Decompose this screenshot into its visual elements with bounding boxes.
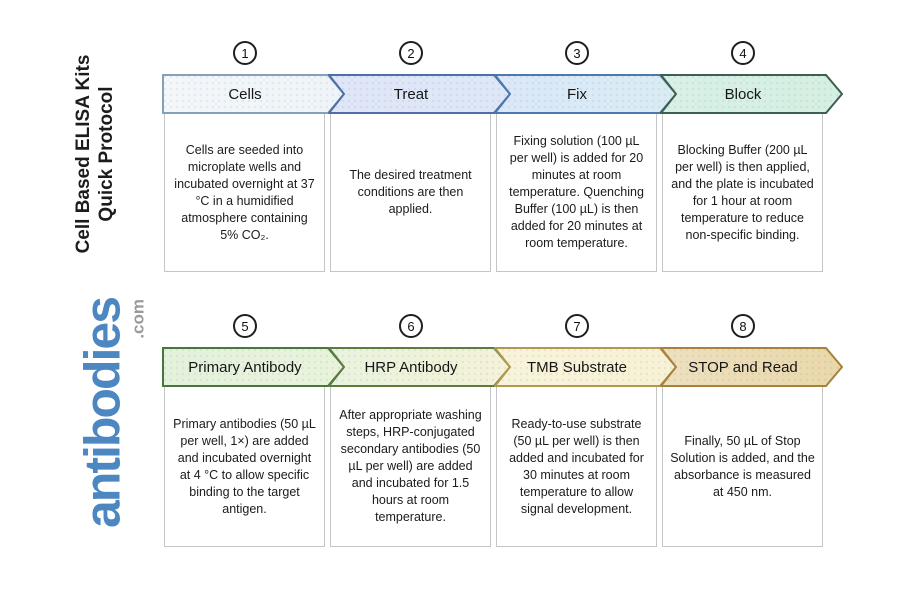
step-description: After appropriate washing steps, HRP-con… — [339, 408, 482, 524]
logo-domain-suffix: .com — [128, 298, 148, 339]
step-description: Ready-to-use substrate (50 µL per well) … — [509, 416, 644, 516]
step-description-box: Cells are seeded into microplate wells a… — [164, 113, 325, 272]
step-label: STOP and Read — [688, 358, 798, 376]
step-description: Blocking Buffer (200 µL per well) is the… — [671, 142, 814, 242]
step-arrow: Primary Antibody — [162, 347, 345, 387]
step-label: Block — [724, 85, 762, 103]
step-number-badge: 1 — [233, 41, 257, 65]
step-number-badge: 8 — [731, 314, 755, 338]
step-arrow: Cells — [162, 74, 345, 114]
step-label: HRP Antibody — [364, 358, 458, 376]
step-description: Finally, 50 µL of Stop Solution is added… — [670, 433, 815, 499]
step-label: Cells — [228, 85, 262, 103]
step-arrow: Treat — [328, 74, 511, 114]
step-number-badge: 2 — [399, 41, 423, 65]
vertical-title: Cell Based ELISA Kits Quick Protocol — [72, 55, 118, 254]
step-number-badge: 6 — [399, 314, 423, 338]
step-number-badge: 5 — [233, 314, 257, 338]
step-label: Fix — [567, 85, 587, 103]
step-number-badge: 7 — [565, 314, 589, 338]
step-description-box: Primary antibodies (50 µL per well, 1×) … — [164, 386, 325, 547]
step-label: Treat — [393, 85, 429, 103]
logo-wordmark: antibodies — [74, 297, 131, 529]
step-description-box: Ready-to-use substrate (50 µL per well) … — [496, 386, 657, 547]
step-description: Cells are seeded into microplate wells a… — [174, 142, 315, 242]
step-number-badge: 4 — [731, 41, 755, 65]
step-arrow: STOP and Read — [660, 347, 843, 387]
step-description: Fixing solution (100 µL per well) is add… — [509, 134, 644, 250]
step-number-badge: 3 — [565, 41, 589, 65]
step-description: Primary antibodies (50 µL per well, 1×) … — [173, 416, 316, 516]
step-description-box: The desired treatment conditions are the… — [330, 113, 491, 272]
step-arrow: Block — [660, 74, 843, 114]
step-label: TMB Substrate — [526, 358, 628, 376]
step-description-box: Blocking Buffer (200 µL per well) is the… — [662, 113, 823, 272]
title-line-1: Cell Based ELISA Kits — [72, 54, 94, 254]
step-arrow: HRP Antibody — [328, 347, 511, 387]
chevron-arrow-shape — [660, 74, 843, 114]
step-arrow: TMB Substrate — [494, 347, 677, 387]
chevron-arrow-shape — [660, 347, 843, 387]
step-arrow: Fix — [494, 74, 677, 114]
title-line-2: Quick Protocol — [96, 86, 117, 222]
step-label: Primary Antibody — [188, 358, 302, 376]
step-description-box: Finally, 50 µL of Stop Solution is added… — [662, 386, 823, 547]
step-description-box: Fixing solution (100 µL per well) is add… — [496, 113, 657, 272]
brand-logo: antibodies .com — [74, 297, 148, 529]
step-description-box: After appropriate washing steps, HRP-con… — [330, 386, 491, 547]
step-description: The desired treatment conditions are the… — [349, 168, 472, 216]
